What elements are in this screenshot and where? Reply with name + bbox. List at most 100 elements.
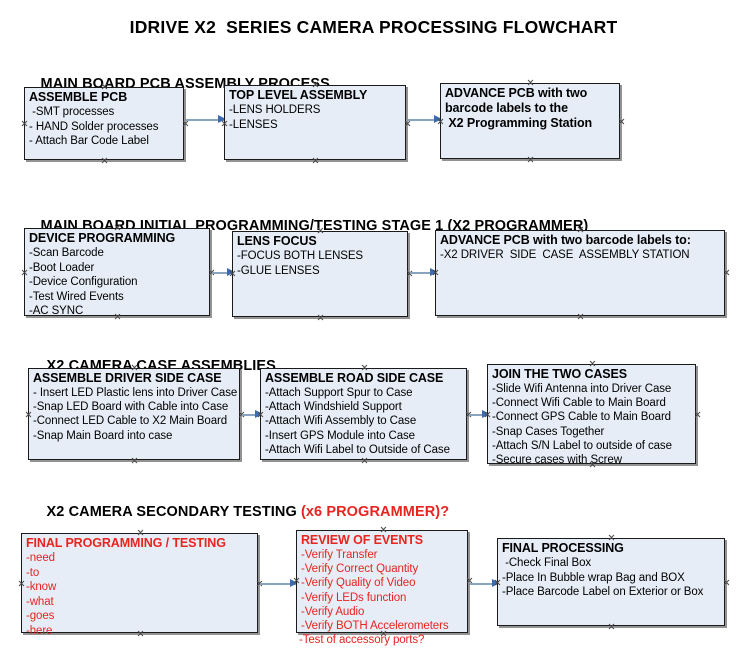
node-title: ASSEMBLE ROAD SIDE CASE (265, 371, 444, 385)
node-line: -Check Final Box (502, 557, 592, 569)
connection-handle-bottom[interactable] (361, 457, 368, 464)
node-line: -Secure cases with Screw (492, 454, 622, 467)
connection-handle-bottom[interactable] (131, 457, 138, 464)
section-heading-4-accent: (x6 PROGRAMMER)? (300, 504, 450, 520)
connection-handle-top[interactable] (380, 526, 387, 533)
node-advance-pcb-programming-station[interactable]: ADVANCE PCB with two barcode labels to t… (440, 83, 620, 159)
node-line: -Slide Wifi Antenna into Driver Case (492, 383, 672, 395)
node-line: -Snap Main Board into case (33, 429, 173, 442)
node-line: -Place In Bubble wrap Bag and BOX (502, 571, 685, 584)
connection-handle-left[interactable] (432, 269, 439, 276)
connection-handle-top[interactable] (527, 79, 534, 86)
connection-handle-left[interactable] (494, 579, 501, 586)
connection-handle-top[interactable] (589, 360, 596, 367)
connection-handle-left[interactable] (18, 580, 25, 587)
connection-handle-top[interactable] (101, 83, 108, 90)
connector-line (408, 119, 441, 121)
node-assemble-pcb[interactable]: ASSEMBLE PCB -SMT processes - HAND Solde… (24, 87, 184, 160)
connection-handle-top[interactable] (361, 364, 368, 371)
connection-handle-right[interactable] (694, 411, 701, 418)
connection-handle-bottom[interactable] (317, 314, 324, 321)
node-assemble-driver-side-case[interactable]: ASSEMBLE DRIVER SIDE CASE - Insert LED P… (28, 368, 240, 460)
node-line: -Device Configuration (29, 276, 138, 289)
node-title: ASSEMBLE DRIVER SIDE CASE (33, 371, 222, 385)
connection-handle-left[interactable] (21, 120, 28, 127)
node-join-the-two-cases[interactable]: JOIN THE TWO CASES -Slide Wifi Antenna i… (484, 364, 696, 467)
connection-handle-left[interactable] (437, 118, 444, 125)
connection-handle-top[interactable] (317, 227, 324, 234)
node-assemble-road-side-case[interactable]: ASSEMBLE ROAD SIDE CASE -Attach Support … (260, 368, 467, 460)
node-title: ADVANCE PCB with two barcode labels to: (440, 233, 691, 247)
connection-handle-left[interactable] (229, 270, 236, 277)
node-line: -Attach Wifi Assembly to Case (265, 415, 417, 428)
node-review-of-events[interactable]: REVIEW OF EVENTS -Verify Transfer -Verif… (293, 530, 468, 646)
connection-handle-bottom[interactable] (608, 623, 615, 630)
node-line: -Place Barcode Label on Exterior or Box (502, 586, 704, 599)
connection-handle-left[interactable] (221, 120, 228, 127)
connection-handle-top[interactable] (114, 224, 121, 231)
connection-handle-right[interactable] (723, 579, 730, 586)
node-top-level-assembly[interactable]: TOP LEVEL ASSEMBLY -LENS HOLDERS -LENSES (224, 85, 406, 160)
node-final-programming-testing[interactable]: FINAL PROGRAMMING / TESTING -need -to -k… (18, 533, 258, 637)
node-title: JOIN THE TWO CASES (492, 367, 628, 381)
node-final-processing[interactable]: FINAL PROCESSING -Check Final Box -Place… (497, 538, 725, 626)
node-line: -know (26, 581, 57, 594)
node-line: -Insert GPS Module into Case (265, 429, 415, 442)
connection-handle-top[interactable] (608, 534, 615, 541)
node-line: -Verify Audio (301, 605, 365, 618)
connection-handle-bottom[interactable] (114, 313, 121, 320)
node-line: -Attach Windshield Support (265, 401, 402, 414)
node-line: - Attach Bar Code Label (29, 135, 149, 148)
connection-handle-top[interactable] (131, 364, 138, 371)
node-line: -goes (26, 610, 55, 623)
node-line: -GLUE LENSES (237, 264, 320, 277)
connection-handle-left[interactable] (293, 577, 300, 584)
page-title: IDRIVE X2 SERIES CAMERA PROCESSING FLOWC… (129, 17, 618, 37)
node-line: -here (26, 624, 53, 637)
node-title: TOP LEVEL ASSEMBLY (229, 88, 368, 102)
connection-handle-left[interactable] (21, 269, 28, 276)
connector-arrowhead (218, 115, 226, 123)
node-line: -LENSES (229, 118, 278, 131)
node-line: -Verify LEDs function (301, 591, 407, 604)
connector-line (212, 272, 234, 274)
connector-line (470, 583, 499, 585)
node-line: -Snap LED Board with Cable into Case (33, 401, 229, 414)
connector-line (242, 414, 262, 416)
node-line: -Attach Wifi Label to Outside of Case (265, 443, 450, 456)
connection-handle-left[interactable] (25, 411, 32, 418)
connection-handle-bottom[interactable] (577, 313, 584, 320)
node-device-programming[interactable]: DEVICE PROGRAMMING -Scan Barcode -Boot L… (21, 228, 210, 318)
section-heading-4-text: X2 CAMERA SECONDARY TESTING (46, 504, 301, 520)
connection-handle-top[interactable] (577, 226, 584, 233)
connection-handle-bottom[interactable] (527, 156, 534, 163)
connection-handle-left[interactable] (484, 411, 491, 418)
node-title: REVIEW OF EVENTS (301, 533, 424, 547)
connection-handle-top[interactable] (137, 529, 144, 536)
connection-handle-top[interactable] (312, 81, 319, 88)
node-line: -LENS HOLDERS (229, 104, 321, 116)
node-line: -Connect LED Cable to X2 Main Board (33, 415, 228, 428)
connection-handle-bottom[interactable] (312, 157, 319, 164)
node-line: -Snap Cases Together (492, 425, 605, 438)
connection-handle-bottom[interactable] (101, 157, 108, 164)
node-line: -Test Wired Events (29, 290, 124, 303)
connection-handle-right[interactable] (723, 269, 730, 276)
connection-handle-bottom[interactable] (589, 461, 596, 468)
connection-handle-right[interactable] (618, 118, 625, 125)
node-lens-focus[interactable]: LENS FOCUS -FOCUS BOTH LENSES -GLUE LENS… (232, 231, 408, 317)
node-line: -Verify Correct Quantity (301, 563, 419, 576)
connector-line (410, 272, 437, 274)
connection-handle-left[interactable] (257, 411, 264, 418)
node-advance-pcb-driver-side-case[interactable]: ADVANCE PCB with two barcode labels to: … (435, 230, 725, 316)
node-line: -Attach S/N Label to outside of case (492, 439, 672, 452)
connection-handle-bottom[interactable] (137, 630, 144, 637)
node-line: -AC SYNC (29, 305, 84, 318)
connector-4-1 (260, 579, 298, 588)
node-line: -X2 DRIVER SIDE CASE ASSEMBLY STATION (440, 249, 690, 261)
node-title: FINAL PROCESSING (502, 541, 624, 555)
node-line: -to (26, 566, 40, 579)
node-line: -Scan Barcode (29, 247, 104, 259)
connection-handle-bottom[interactable] (380, 630, 387, 637)
node-line: X2 Programming Station (445, 116, 593, 130)
